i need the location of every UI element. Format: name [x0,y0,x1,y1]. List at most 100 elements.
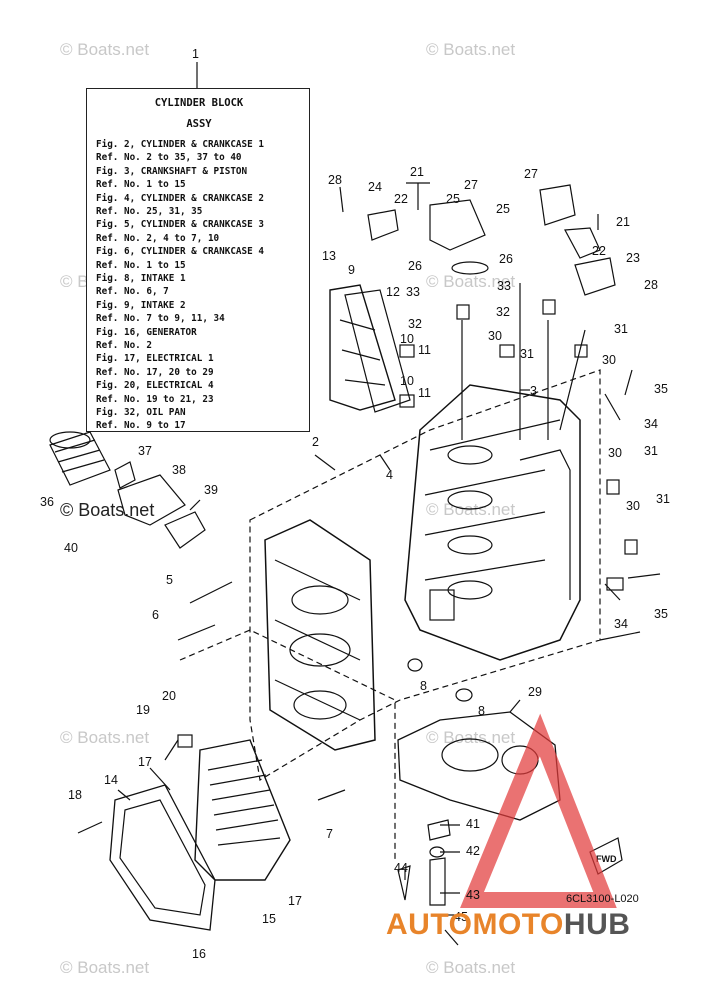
callout-c45: 45 [454,910,468,924]
callout-c30b: 30 [602,353,616,367]
callout-c33a: 33 [406,285,420,299]
callout-c33b: 33 [497,279,511,293]
callout-c10a: 10 [400,332,414,346]
callout-c22a: 22 [394,192,408,206]
watermark: © Boats.net [426,40,516,59]
callout-c41: 41 [466,817,480,831]
callout-c5: 5 [166,573,173,587]
callout-c29: 29 [528,685,542,699]
callout-c40: 40 [64,541,78,555]
callout-c24: 24 [368,180,382,194]
exhaust-cover [194,739,291,881]
callout-c23: 23 [626,251,640,265]
watermark: © Boats.net [60,40,150,59]
callout-c30c: 30 [608,446,622,460]
legend-line: Fig. 5, CYLINDER & CRANKCASE 3 [96,219,264,231]
bolt-6 [177,624,216,641]
legend-line: Fig. 17, ELECTRICAL 1 [96,353,214,365]
thermostat-housing-right [539,184,616,296]
callout-c26b: 26 [499,252,513,266]
legend-line: Ref. No. 17, 20 to 29 [96,366,214,378]
callout-c16: 16 [192,947,206,961]
legend-line: Fig. 20, ELECTRICAL 4 [96,380,214,392]
legend-line: Ref. No. 25, 31, 35 [96,206,203,217]
bolt-7 [317,789,346,801]
callout-c34a: 34 [614,617,628,631]
callout-c31d: 31 [656,492,670,506]
bolt-35b [627,573,661,579]
callout-c12: 12 [386,285,400,299]
callout-c13: 13 [322,249,336,263]
legend-line: Ref. No. 2 [96,340,152,351]
callout-c20: 20 [162,689,176,703]
automotohub-logo-triangle [460,713,617,908]
callout-c1: 1 [192,47,199,61]
callout-c34b: 34 [644,417,658,431]
callout-c8b: 8 [478,704,485,718]
callout-c17b: 17 [288,894,302,908]
watermark: © Boats.net [426,958,516,977]
legend-line: Fig. 9, INTAKE 2 [96,299,186,311]
diagram-code: 6CL3100-L020 [566,893,639,905]
callout-c28b: 28 [644,278,658,292]
callout-c27b: 27 [524,167,538,181]
watermark-dark: © Boats.net [60,500,155,520]
legend-line: Fig. 6, CYLINDER & CRANKCASE 4 [96,246,264,258]
callout-c38: 38 [172,463,186,477]
callout-c25a: 25 [446,192,460,206]
cylinder-block [404,384,581,661]
brand-part-1: AUTOMOTO [386,908,564,941]
callout-c25b: 25 [496,202,510,216]
callout-c15: 15 [262,912,276,926]
legend-line: Ref. No. 6, 7 [96,286,169,298]
oil-filter [49,431,111,486]
legend-line: Fig. 3, CRANKSHAFT & PISTON [96,165,248,177]
legend-line: Ref. No. 2, 4 to 7, 10 [96,232,220,244]
filter-adapter [117,474,186,526]
legend-line: Fig. 2, CYLINDER & CRANKCASE 1 [96,139,264,150]
legend-line: Ref. No. 1 to 15 [96,179,186,191]
thermostat-housing-left [367,199,489,275]
callout-c21b: 21 [616,215,630,229]
reference-legend: CYLINDER BLOCK ASSY Fig. 2, CYLINDER & C… [86,88,310,432]
callout-c10b: 10 [400,374,414,388]
callout-c9: 9 [348,263,355,277]
callout-c11b: 11 [418,386,431,400]
legend-subtitle: ASSY [186,118,212,130]
callout-c35b: 35 [654,607,668,621]
callout-c3: 3 [530,384,537,398]
callout-c14: 14 [104,773,118,787]
fwd-label: FWD [596,854,617,864]
legend-line: Fig. 4, CYLINDER & CRANKCASE 2 [96,192,264,204]
legend-line: Fig. 32, OIL PAN [96,407,186,418]
callout-c4: 4 [386,468,393,482]
brand-part-2: HUB [563,908,631,941]
cylinder-head-cover [329,284,411,413]
callout-c32b: 32 [496,305,510,319]
callout-c11a: 11 [418,343,431,357]
callout-c43: 43 [466,888,480,902]
callout-c35a: 35 [654,382,668,396]
legend-line: Fig. 8, INTAKE 1 [96,273,186,284]
legend-line: Ref. No. 9 to 17 [96,420,186,432]
legend-title: CYLINDER BLOCK [154,97,244,109]
callout-c39: 39 [204,483,218,497]
filter-gasket [164,511,206,549]
callout-c30a: 30 [488,329,502,343]
bolt-5 [189,581,233,604]
callout-c21a: 21 [410,165,424,179]
bolt-18 [77,821,103,834]
callout-c7: 7 [326,827,333,841]
watermark: © Boats.net [426,728,516,747]
cover-gasket [109,784,216,931]
callout-c36: 36 [40,495,54,509]
watermark: © Boats.net [60,728,150,747]
callout-c27a: 27 [464,178,478,192]
legend-line: Fig. 16, GENERATOR [96,326,197,338]
callout-c19: 19 [136,703,150,717]
legend-line: Ref. No. 7 to 9, 11, 34 [96,313,225,325]
callout-c18: 18 [68,788,82,802]
callout-c8a: 8 [420,679,427,693]
